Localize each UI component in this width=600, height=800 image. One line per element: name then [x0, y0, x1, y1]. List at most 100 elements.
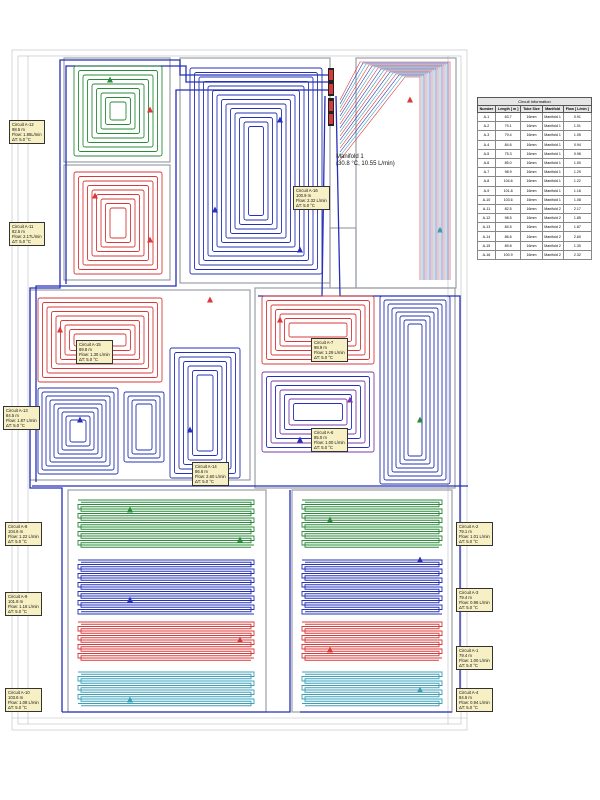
circuit-a13-loops: [57, 407, 99, 455]
circuit-label-line: 104.6 m: [8, 529, 24, 534]
circuit-a5-loops: [395, 311, 435, 469]
table-cell: 2.60: [562, 231, 593, 242]
circuit-label-line: Circuit A-4: [459, 690, 479, 695]
flow-direction-arrow: [77, 416, 83, 423]
table-cell: 1.29: [562, 167, 593, 178]
flow-direction-arrow: [127, 506, 133, 513]
circuit-a1-serpentine: [304, 623, 440, 661]
circuit-a12-loops: [91, 83, 145, 139]
table-header-cell: Length [ m ]: [494, 105, 522, 113]
circuit-a16-loops: [198, 76, 314, 266]
table-cell: A-10: [477, 194, 496, 205]
table-cell: A-16: [477, 249, 496, 261]
circuit-label-line: ΔT: 5.0 °C: [459, 539, 478, 544]
flow-direction-arrow: [327, 516, 333, 523]
circuit-a15-loops: [46, 306, 154, 374]
table-header-cell: Number: [477, 105, 496, 113]
circuit-label-line: ΔT: 5.0 °C: [8, 705, 27, 710]
circuit-a8-serpentine: [77, 499, 255, 546]
manifold-icon: [328, 68, 334, 126]
table-cell: 16mm: [520, 249, 543, 261]
circuit-label-line: Flow: 1.08 L/min: [8, 700, 39, 705]
circuit-label-line: ΔT: 5.0 °C: [8, 609, 27, 614]
circuit-label-line: 82.5 m: [12, 229, 25, 234]
table-cell: 82.5: [494, 203, 522, 215]
circuit-a11-loops: [109, 207, 127, 239]
table-cell: 0.96: [562, 148, 593, 159]
flow-direction-arrow: [277, 116, 283, 123]
table-cell: A-2: [477, 121, 496, 132]
circuit-a12-loops: [73, 65, 163, 157]
circuit-a13-loops: [37, 387, 119, 475]
circuit-label-line: Flow: 1.01 L/min: [459, 534, 490, 539]
table-cell: Manifold 1: [541, 185, 564, 196]
manifold-feed-lines: [339, 67, 439, 280]
circuit-label-line: Circuit A-12: [12, 122, 34, 127]
circuit-a10-serpentine: [77, 671, 255, 704]
flow-direction-arrow: [277, 316, 283, 323]
manifold-feed-lines: [339, 74, 425, 280]
circuit-label-line: 84.6 m: [459, 695, 472, 700]
feed-mains: [29, 59, 468, 713]
manifold-feed-lines: [339, 66, 441, 280]
circuit-label-line: Flow: 2.17L/min: [12, 234, 42, 239]
flow-direction-arrow: [437, 226, 443, 233]
circuit-a8-serpentine: [80, 501, 252, 548]
table-cell: 1.85: [562, 213, 593, 224]
manifold-detail: (30.8 °C, 10.55 L/min): [336, 161, 395, 167]
circuit-label-line: Circuit A-7: [314, 340, 334, 345]
circuit-a16-loops: [221, 99, 291, 243]
table-cell: Manifold 2: [541, 240, 564, 251]
circuit-a12-loops: [105, 97, 131, 125]
circuit-a7b-serpentine: [77, 621, 255, 659]
circuit-a16-loops: [216, 94, 296, 248]
circuit-label-line: Flow: 0.96 L/min: [459, 600, 490, 605]
flow-direction-arrow: [237, 536, 243, 543]
circuit-label-line: Flow: 2.60 L/min: [195, 474, 226, 479]
circuit-a4-serpentine: [301, 671, 443, 704]
circuit-a13-loops: [49, 399, 107, 463]
circuit-a12-loops: [78, 70, 158, 152]
circuit-label-line: ΔT: 5.0 °C: [195, 479, 214, 484]
flow-direction-arrow: [187, 426, 193, 433]
table-cell: 85.0: [494, 157, 522, 169]
table-cell: 16mm: [520, 203, 543, 215]
table-header-cell: Manifold: [541, 105, 564, 113]
table-title: Circuit Information: [477, 97, 592, 105]
table-cell: 16mm: [520, 240, 543, 251]
circuit-a7-loops: [288, 322, 348, 338]
circuit-a15-loops: [55, 315, 145, 365]
circuit-a16-loops: [194, 72, 318, 270]
flow-direction-arrow: [417, 416, 423, 423]
table-cell: A-11: [477, 203, 496, 215]
circuit-a16-loops: [248, 126, 264, 216]
table-cell: 1.01: [562, 121, 593, 132]
circuit-label-line: ΔT: 5.0 °C: [296, 203, 315, 208]
circuit-a13b-loops: [135, 403, 153, 451]
circuit-label-line: 89.8 m: [79, 347, 92, 352]
manifold-feed-lines: [339, 62, 449, 280]
table-cell: 1.08: [562, 194, 593, 205]
circuit-a14-loops: [169, 347, 241, 479]
manifold-feed-lines: [339, 61, 451, 280]
manifold-feed-lines: [339, 71, 431, 280]
circuit-a16-loops: [203, 81, 309, 261]
